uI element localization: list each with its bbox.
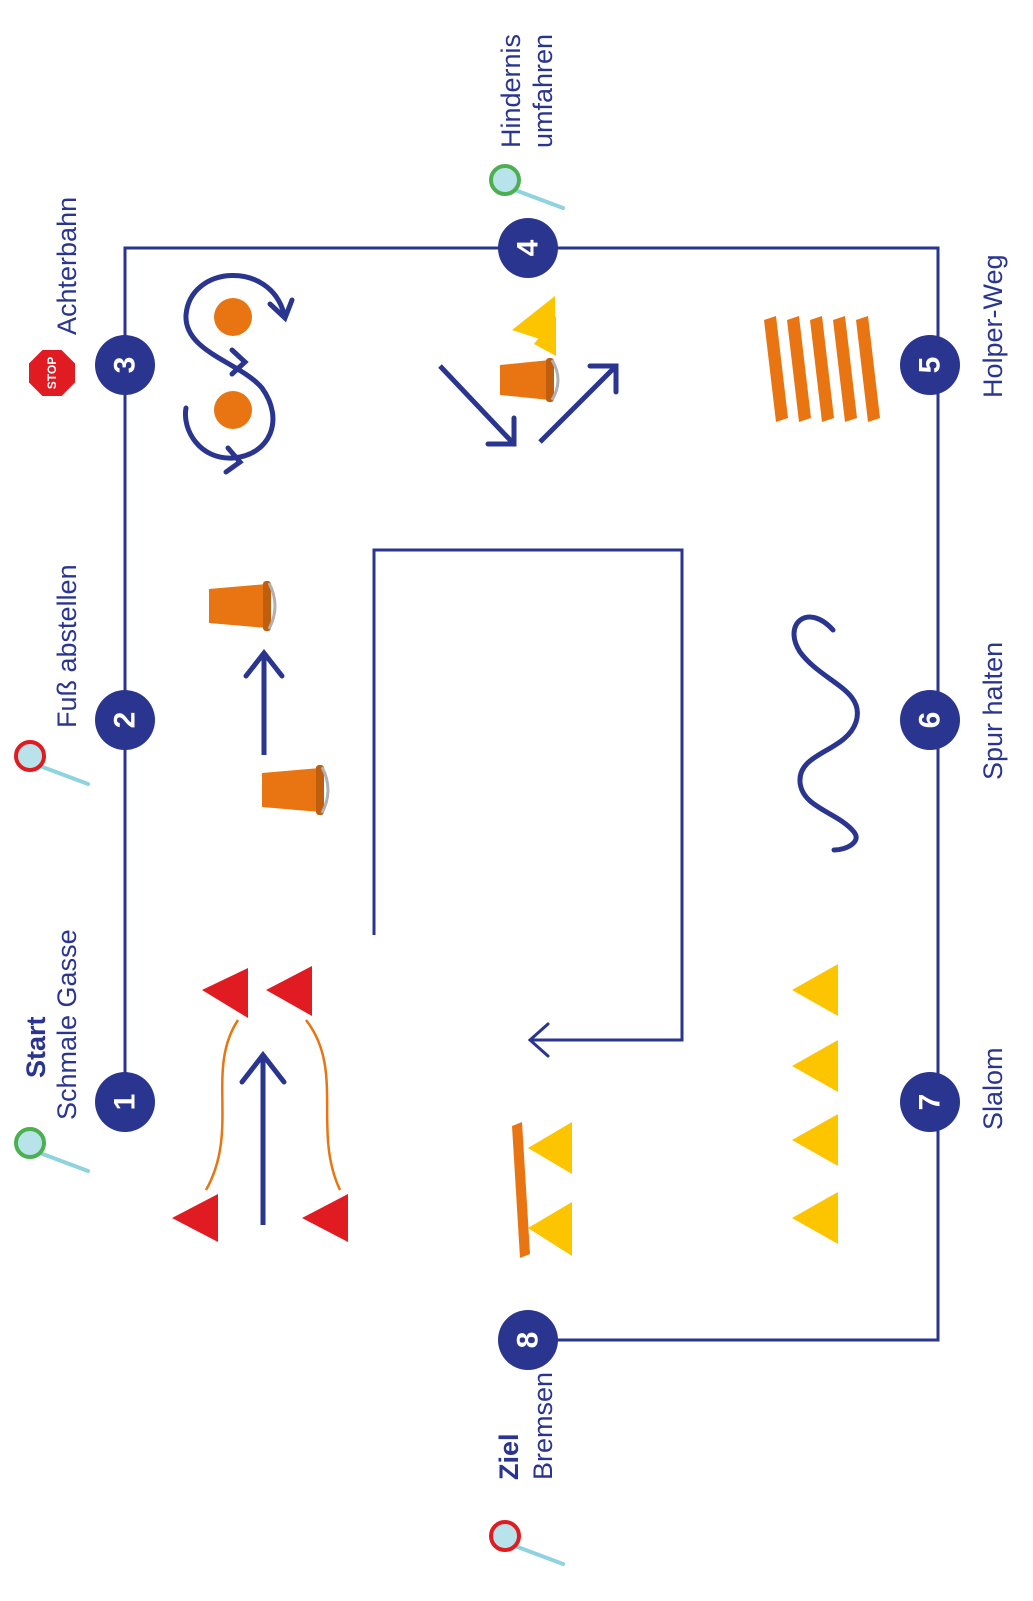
station-1-label: Schmale Gasse — [52, 929, 82, 1120]
track-path — [123, 246, 940, 1342]
station-marker-5: 5 — [900, 335, 960, 395]
cone-icon — [792, 964, 838, 1016]
inner-guide-arrowhead — [527, 1022, 550, 1058]
cone-icon — [266, 966, 312, 1016]
station-marker-2: 2 — [95, 690, 155, 750]
station-2-obstacle — [209, 581, 330, 815]
station-7-label: Slalom — [978, 1047, 1008, 1130]
ball-icon — [214, 298, 252, 336]
cone-icon — [534, 316, 556, 356]
station-5-obstacle — [764, 316, 880, 422]
cone-icon — [528, 1202, 572, 1256]
loop-arrowhead — [267, 297, 295, 323]
cone-icon — [202, 968, 248, 1018]
bucket-icon — [500, 358, 560, 402]
cone-icon — [528, 1122, 572, 1174]
direction-arrow — [438, 364, 514, 444]
direction-arrowhead — [485, 415, 517, 447]
station-7-obstacle — [792, 964, 838, 1244]
station-2-label: Fuß abstellen — [52, 564, 82, 728]
station-marker-7: 7 — [900, 1072, 960, 1132]
station-number: 7 — [914, 1094, 947, 1111]
station-marker-8: 8 — [498, 1310, 558, 1370]
station-number: 4 — [512, 239, 545, 256]
station-4-label-line2: umfahren — [528, 34, 558, 148]
station-1-obstacle — [172, 966, 348, 1242]
station-4-obstacle — [438, 296, 619, 447]
station-8-obstacle — [512, 1122, 572, 1258]
cone-icon — [792, 1114, 838, 1166]
station-number: 5 — [914, 357, 947, 374]
plank-icon — [512, 1122, 530, 1258]
station-number: 8 — [512, 1332, 545, 1349]
inner-guide-path — [372, 548, 684, 1058]
magnifier-red-icon — [14, 740, 90, 786]
station-6-obstacle — [791, 614, 860, 853]
station-marker-6: 6 — [900, 690, 960, 750]
station-marker-1: 1 — [95, 1072, 155, 1132]
station-5-label: Holper-Weg — [978, 254, 1008, 398]
station-1-prefix: Start — [21, 1016, 51, 1078]
direction-arrowhead — [239, 1050, 287, 1085]
station-number: 6 — [914, 712, 947, 729]
loop-arrowhead — [223, 445, 244, 475]
cone-icon — [792, 1040, 838, 1092]
stop-sign-icon: STOP — [27, 348, 77, 398]
figure-eight-path — [182, 273, 287, 461]
cone-icon — [792, 1192, 838, 1244]
station-3-obstacle — [182, 273, 295, 475]
plank-icon — [764, 316, 880, 422]
direction-arrowhead — [243, 648, 285, 679]
station-number: 1 — [109, 1094, 142, 1111]
cone-icon — [172, 1194, 218, 1242]
magnifier-start-icon — [14, 1127, 90, 1173]
magnifier-green-icon — [489, 164, 565, 210]
loop-arrowhead — [229, 347, 249, 377]
direction-arrow — [538, 366, 616, 444]
bucket-icon — [262, 765, 330, 815]
direction-arrowhead — [587, 363, 619, 395]
station-number: 2 — [109, 712, 142, 729]
ball-icon — [214, 391, 252, 429]
rope-line — [305, 1019, 342, 1191]
magnifier-finish-icon — [489, 1520, 565, 1566]
station-8-label: Bremsen — [528, 1372, 558, 1480]
station-8-prefix: Ziel — [494, 1433, 524, 1480]
bucket-icon — [209, 581, 277, 631]
station-3-label: Achterbahn — [52, 197, 82, 335]
wavy-track — [791, 614, 860, 853]
station-6-label: Spur halten — [978, 642, 1008, 780]
station-number: 3 — [109, 357, 142, 374]
track-outline — [123, 246, 940, 1342]
station-4-label: Hindernis — [496, 34, 526, 148]
rope-line — [204, 1019, 240, 1191]
cone-icon — [302, 1194, 348, 1242]
station-marker-3: 3 — [95, 335, 155, 395]
stop-sign-text: STOP — [45, 357, 59, 389]
station-marker-4: 4 — [498, 218, 558, 278]
